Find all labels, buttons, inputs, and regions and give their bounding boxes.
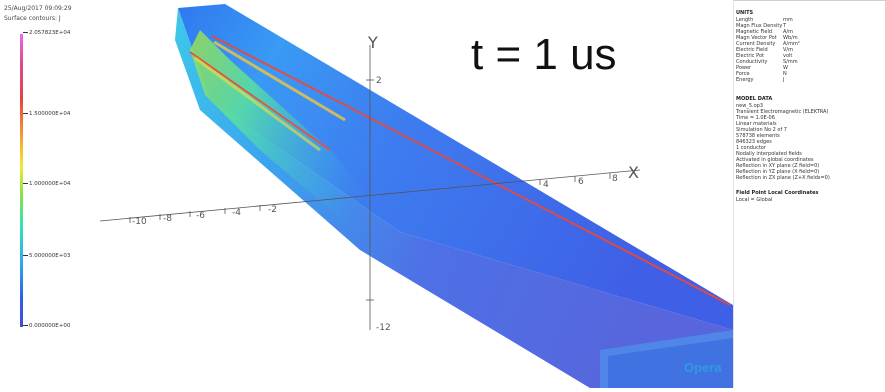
color-scale-tick: 5.000000E+03 <box>23 253 70 259</box>
color-scale-tick: 2.057823E+04 <box>23 30 70 36</box>
x-tick-label: -2 <box>268 205 277 215</box>
color-scale-tick: 1.500000E+04 <box>23 111 70 117</box>
color-scale-tick: 1.000000E+04 <box>23 181 70 187</box>
y-tick-label: 2 <box>376 76 382 86</box>
beam-side-face <box>175 8 733 388</box>
model-data-line: 578738 elements <box>736 133 780 139</box>
model-data-line: 1 conductor <box>736 145 766 151</box>
timestamp: 25/Aug/2017 09:09:29 <box>4 5 72 12</box>
y-axis-label: Y <box>367 33 378 52</box>
model-data-line: Simulation No 2 of 7 <box>736 127 787 133</box>
model-data-line: Linear materials <box>736 121 777 127</box>
field-point-heading: Field Point Local Coordinates <box>736 190 819 196</box>
units-row: Magn Flux DensityT <box>736 23 787 29</box>
model-data-line: Time = 1.0E-06 <box>736 115 775 121</box>
legend-title: Surface contours: J <box>4 15 61 22</box>
divider <box>734 0 885 1</box>
units-heading: UNITS <box>736 10 754 16</box>
y-tick-label: -12 <box>376 323 391 333</box>
beam-top-face <box>178 4 733 330</box>
x-tick-label: 8 <box>612 174 618 184</box>
color-scale-bar <box>20 34 23 327</box>
x-tick-label: -4 <box>232 208 241 218</box>
model-data-line: Reflection in ZX plane (Z+X fields=0) <box>736 175 830 181</box>
time-label: t = 1 us <box>471 30 617 79</box>
model-data-line: Reflection in YZ plane (X field=0) <box>736 169 820 175</box>
x-tick-label: -10 <box>132 217 147 227</box>
model-data-heading: MODEL DATA <box>736 96 773 102</box>
model-data-line: new_5.op3 <box>736 103 764 109</box>
opera-logo: Opera <box>684 360 722 375</box>
x-tick-label: -8 <box>163 214 172 224</box>
color-scale-tick: 0.000000E+00 <box>23 323 70 329</box>
model-data-line: Nodally interpolated fields <box>736 151 802 157</box>
x-tick-label: 6 <box>578 177 584 187</box>
x-axis-label: X <box>628 163 639 182</box>
model-data-line: Activated in global coordinates <box>736 157 814 163</box>
field-point-value: Local = Global <box>736 197 773 203</box>
model-data-line: Transient Electromagnetic (ELEKTRA) <box>736 109 829 115</box>
x-tick-label: 4 <box>543 180 549 190</box>
x-tick-label: -6 <box>196 211 205 221</box>
model-data-line: 846323 edges <box>736 139 772 145</box>
model-data-line: Reflection in XY plane (Z field=0) <box>736 163 820 169</box>
